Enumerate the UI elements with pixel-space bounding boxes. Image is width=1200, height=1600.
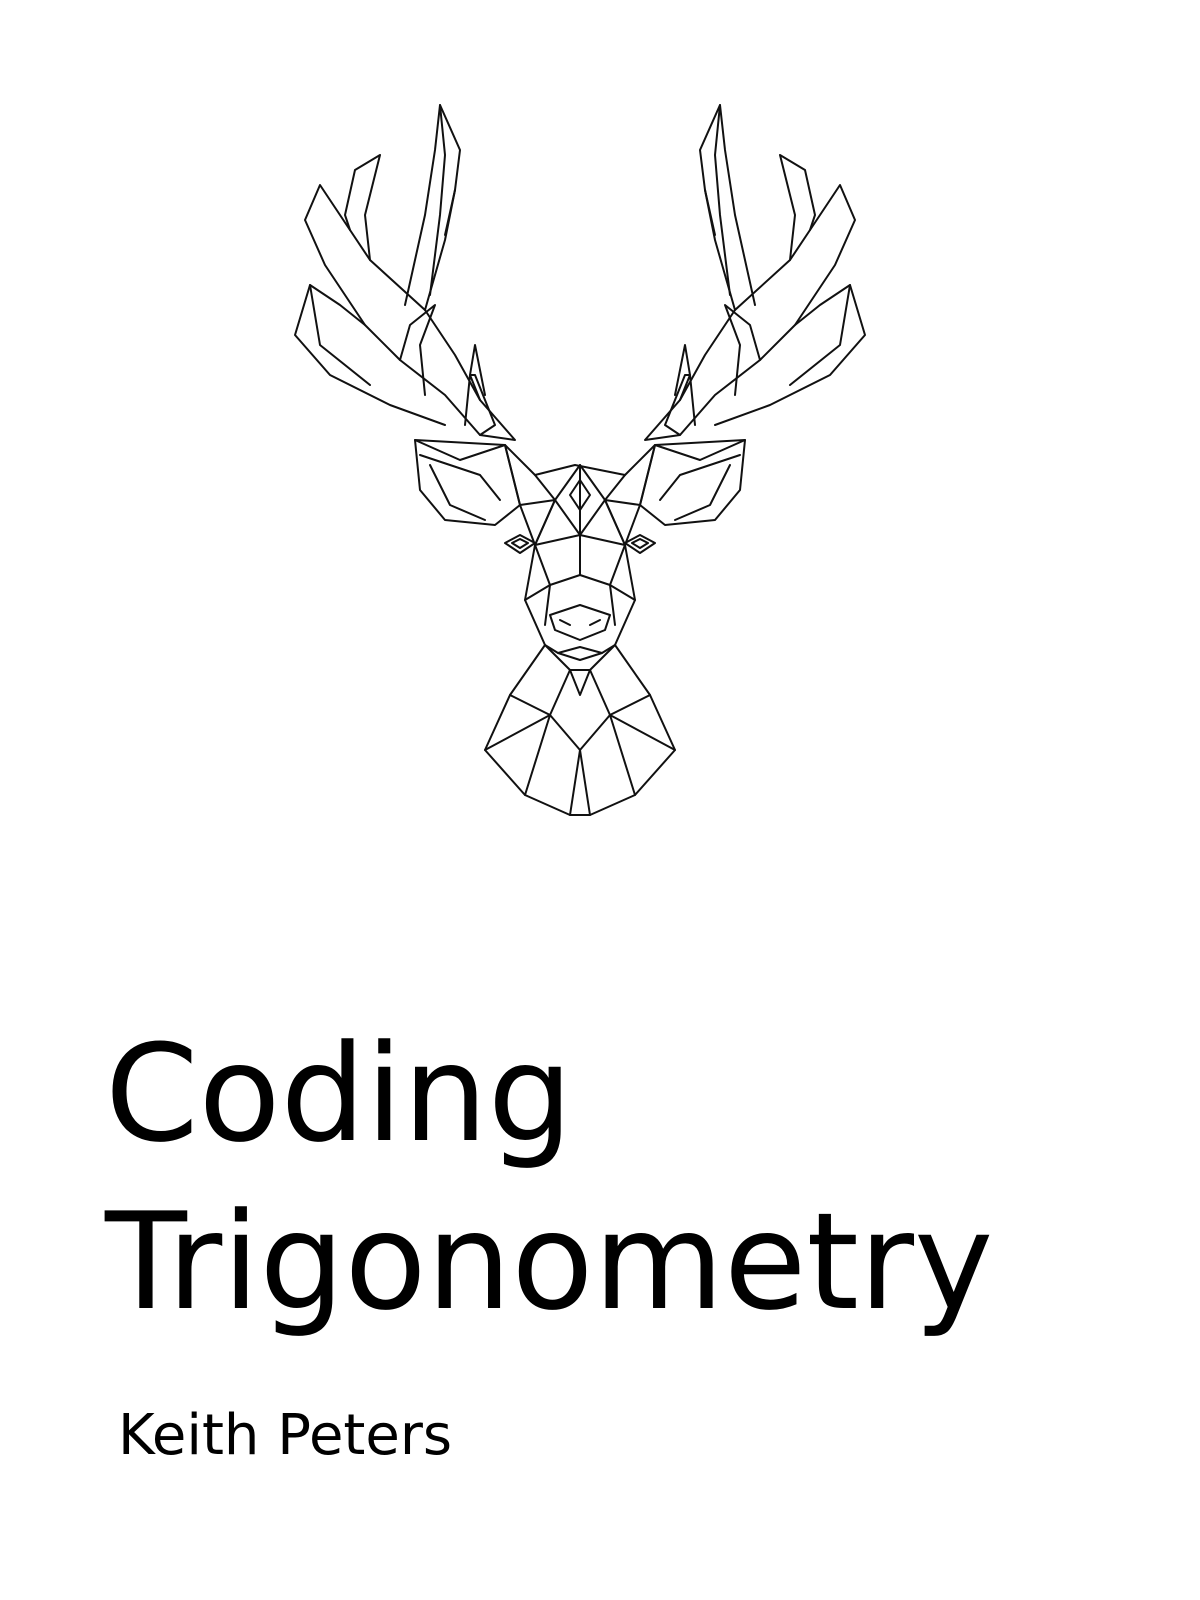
cover-illustration <box>280 95 880 825</box>
left-eye-icon <box>504 534 536 554</box>
right-ear-icon <box>639 439 746 526</box>
right-antler-icon <box>644 104 866 441</box>
author-name: Keith Peters <box>118 1403 453 1468</box>
deer-face-icon <box>504 444 656 671</box>
left-ear-icon <box>414 439 521 526</box>
deer-head-icon <box>294 104 866 816</box>
title-line-2: Trigonometry <box>105 1184 994 1340</box>
title-line-1: Coding <box>105 1016 573 1172</box>
nose-icon <box>549 604 611 641</box>
book-title: Coding Trigonometry <box>105 1010 993 1346</box>
right-eye-icon <box>624 534 656 554</box>
deer-neck-icon <box>484 644 676 816</box>
left-antler-icon <box>294 104 516 441</box>
